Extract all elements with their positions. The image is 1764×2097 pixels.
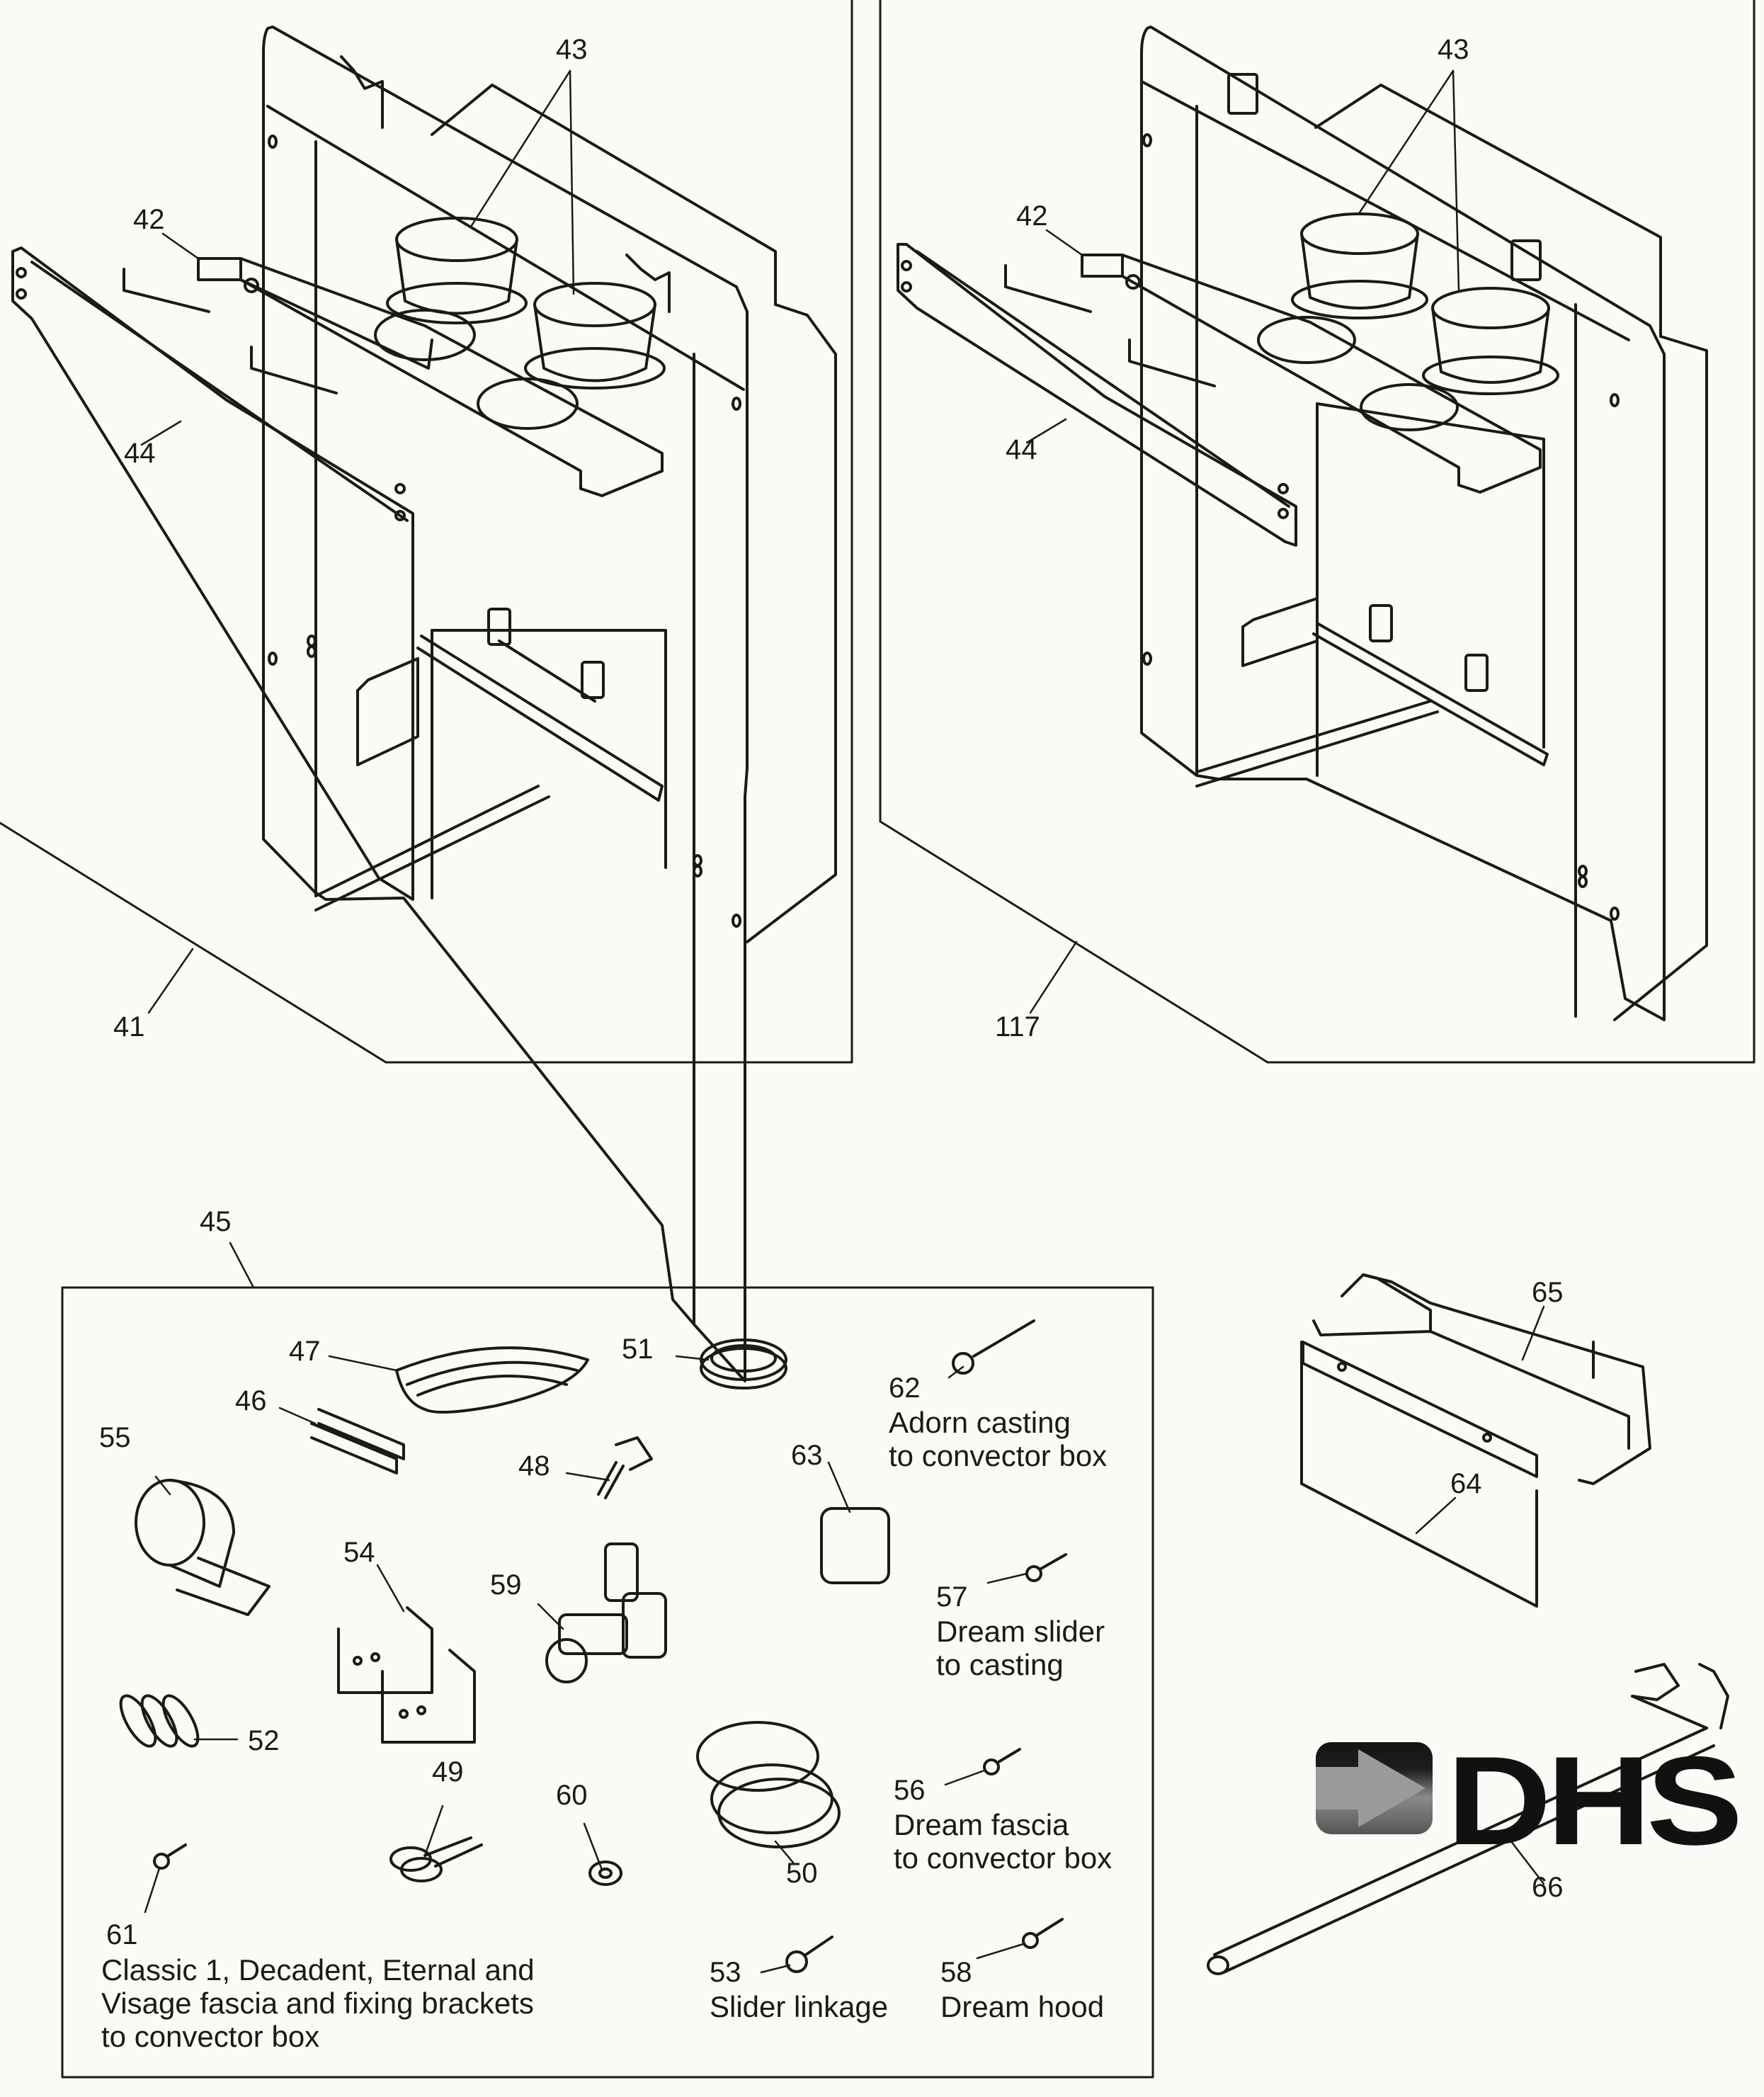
callout-41: 41: [113, 1011, 145, 1042]
screw-58: [1022, 1918, 1064, 1949]
left-callout-leaders: [140, 69, 575, 1014]
logo-text: DHS: [1447, 1730, 1743, 1871]
desc-56: Dream fascia to convector box: [894, 1808, 1113, 1875]
convector-box-117: [1140, 25, 1708, 1021]
desc-61: Classic 1, Decadent, Eternal and Visage …: [101, 1953, 535, 2054]
rod-66: [1207, 1663, 1729, 1975]
callout-60: 60: [556, 1780, 588, 1811]
callout-43: 43: [556, 34, 588, 65]
desc-58: Dream hood: [940, 1990, 1105, 2023]
callout-62: 62: [889, 1373, 921, 1404]
convector-box-41: [262, 25, 837, 1382]
kit-leaders: [144, 1355, 1028, 1974]
front-rail-44: [11, 246, 414, 901]
callout-44: 44: [124, 438, 156, 469]
kit-parts-drawing: [119, 1319, 1067, 1973]
arrow-shape: [1316, 1749, 1426, 1827]
left-panel-frame: [0, 0, 853, 1064]
desc-53: Slider linkage: [710, 1990, 889, 2023]
plate-64: [1300, 1341, 1538, 1608]
callout-63: 63: [791, 1440, 823, 1471]
flue-collars-43: [386, 217, 666, 390]
desc-62: Adorn casting to convector box: [889, 1406, 1108, 1473]
right-column-leaders: [1415, 1305, 1545, 1885]
callout-51: 51: [622, 1334, 654, 1365]
callout-58: 58: [940, 1957, 972, 1988]
callout-49: 49: [432, 1756, 464, 1788]
screw-57: [1025, 1553, 1067, 1582]
callout-42-right: 42: [1016, 200, 1048, 232]
screw-56: [983, 1748, 1021, 1775]
callout-61: 61: [106, 1919, 138, 1950]
callout-47: 47: [289, 1336, 321, 1367]
flue-collars-43-right: [1291, 212, 1559, 395]
callout-46: 46: [235, 1385, 267, 1416]
callout-66: 66: [1532, 1872, 1564, 1903]
callout-53: 53: [710, 1957, 741, 1988]
callout-43-right: 43: [1438, 34, 1469, 65]
callout-117: 117: [995, 1011, 1040, 1042]
desc-57: Dream slider to casting: [936, 1615, 1105, 1682]
flue-bracket-42-right: [1081, 254, 1542, 494]
screw-61: [153, 1843, 187, 1870]
callout-44-right: 44: [1006, 434, 1037, 465]
callout-48: 48: [518, 1450, 550, 1482]
kit-frame-45: [61, 1241, 1154, 2079]
callout-45: 45: [200, 1206, 232, 1237]
callout-57: 57: [936, 1581, 968, 1613]
callout-42: 42: [133, 204, 165, 235]
right-callout-leaders: [1025, 69, 1460, 1014]
arrow-right-icon: [1316, 1742, 1433, 1834]
front-rail-44-right: [897, 243, 1297, 547]
dhs-logo: DHS: [1316, 1730, 1743, 1871]
callout-65: 65: [1532, 1277, 1564, 1308]
screw-62: [952, 1319, 1035, 1375]
callout-52: 52: [248, 1725, 280, 1756]
screw-53: [785, 1936, 833, 1973]
callout-56: 56: [894, 1775, 926, 1806]
callout-64: 64: [1450, 1468, 1482, 1499]
callout-54: 54: [343, 1537, 375, 1568]
callout-50: 50: [786, 1858, 818, 1889]
callout-55: 55: [99, 1422, 131, 1453]
hood-bracket-65: [1312, 1273, 1651, 1485]
callout-59: 59: [490, 1569, 522, 1601]
flue-bracket-42: [197, 257, 664, 497]
right-panel-frame: [879, 0, 1756, 1064]
